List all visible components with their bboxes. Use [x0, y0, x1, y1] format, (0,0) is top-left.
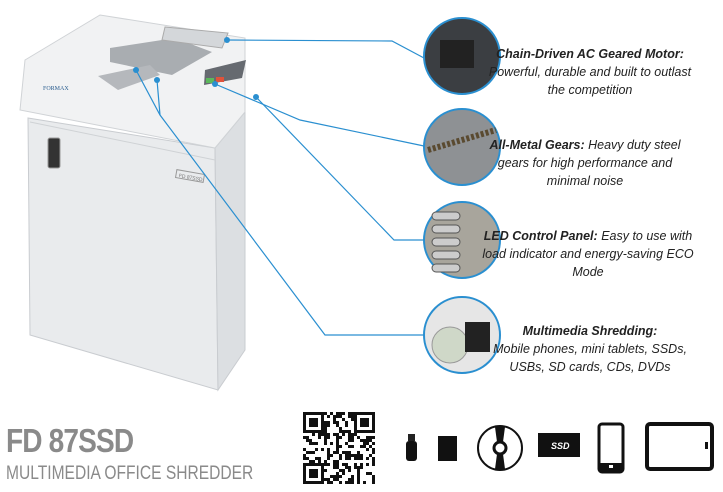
door-handle [47, 137, 61, 169]
feature-title: Multimedia Shredding: [522, 324, 658, 338]
feature-gears: All-Metal Gears: Heavy duty steel gears … [475, 136, 695, 190]
usb-icon [406, 434, 417, 461]
feature-multimedia: Multimedia Shredding: Mobile phones, mini… [480, 322, 700, 376]
svg-text:FD 87SSD: FD 87SSD [178, 173, 203, 183]
feed-panel [110, 38, 212, 75]
product-model: FD 87SSD [6, 422, 134, 459]
svg-text:FORMAX: FORMAX [43, 86, 69, 92]
feed-slot [98, 65, 160, 90]
shredder-side [214, 110, 246, 392]
phone-icon [597, 422, 625, 474]
callout-lines [135, 39, 425, 336]
product-subtitle: MULTIMEDIA OFFICE SHREDDER [6, 463, 254, 484]
sd-card-icon [438, 436, 457, 461]
cd-icon [477, 425, 523, 471]
feature-text: Heavy duty steel gears for high performa… [497, 138, 681, 188]
feature-text: Mobile phones, mini tablets, SSDs, USBs,… [493, 342, 687, 374]
feature-text: Easy to use with load indicator and ener… [482, 229, 694, 279]
ssd-icon [538, 433, 580, 457]
feature-motor: Chain-Driven AC Geared Motor: Powerful, … [480, 45, 700, 99]
tablet-icon [645, 422, 714, 471]
top-label-panel [161, 26, 229, 49]
gears-detail-image [423, 108, 501, 186]
feature-led-panel: LED Control Panel: Easy to use with load… [478, 227, 698, 281]
feature-title: LED Control Panel: [483, 229, 598, 243]
ssd-label: SSD [551, 441, 570, 451]
feature-title: Chain-Driven AC Geared Motor: [496, 47, 684, 61]
control-keypad [204, 60, 246, 85]
feature-title: All-Metal Gears: [489, 138, 585, 152]
feature-text: Powerful, durable and built to outlast t… [488, 65, 692, 97]
qr-code [303, 412, 375, 484]
